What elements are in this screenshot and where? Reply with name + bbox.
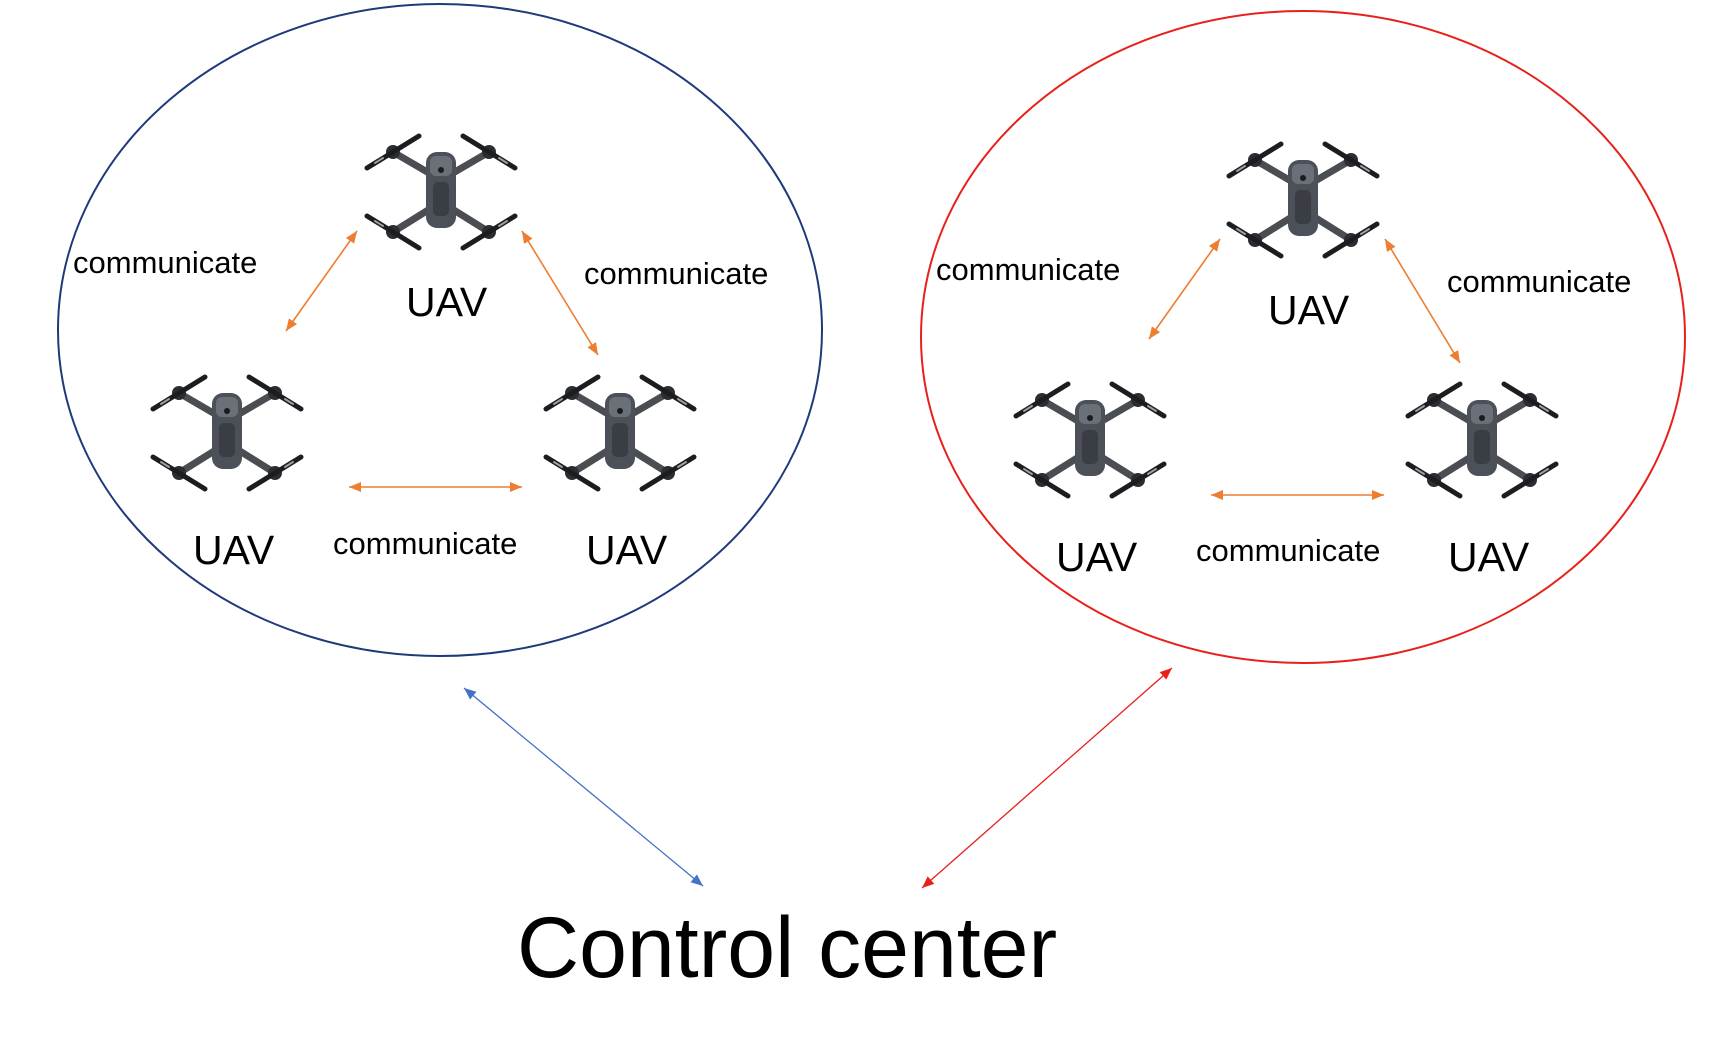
- communication-link: [1384, 238, 1461, 364]
- arrowhead: [464, 688, 477, 700]
- uav-label-left-top: UAV: [406, 279, 488, 325]
- right-swarm-boundary: [920, 10, 1686, 664]
- communication-link: [521, 230, 599, 356]
- arrowhead: [1385, 239, 1396, 252]
- quadcopter-drone-icon: [1408, 384, 1556, 496]
- arrowhead: [1372, 490, 1384, 500]
- arrowhead: [349, 482, 361, 492]
- uav-label-right-bottom-right: UAV: [1448, 534, 1530, 580]
- arrowhead: [1149, 326, 1161, 339]
- uav-label-left-bottom-left: UAV: [193, 527, 275, 573]
- quadcopter-drone-icon: [1016, 384, 1164, 496]
- arrowhead: [522, 231, 533, 244]
- link-label-right-top-left: communicate: [936, 252, 1121, 287]
- uav-label-left-bottom-right: UAV: [586, 527, 668, 573]
- quadcopter-drone-icon: [1229, 144, 1377, 256]
- uav-label-right-bottom-left: UAV: [1056, 534, 1138, 580]
- quadcopter-drone-icon: [367, 136, 515, 248]
- arrowhead: [690, 874, 703, 886]
- uav-label-right-top: UAV: [1268, 287, 1350, 333]
- arrowhead: [587, 342, 598, 355]
- arrowhead: [510, 482, 522, 492]
- link-label-left-bottom: communicate: [333, 526, 518, 561]
- control-center-label: Control center: [517, 900, 1058, 996]
- control-link-right-swarm: [921, 667, 1173, 889]
- quadcopter-drone-icon: [153, 377, 301, 489]
- arrowhead: [286, 318, 298, 331]
- arrowhead: [1449, 350, 1460, 363]
- quadcopter-drone-icon: [546, 377, 694, 489]
- arrowhead: [922, 876, 935, 888]
- control-link-left-swarm: [463, 687, 704, 887]
- arrowhead: [1211, 490, 1223, 500]
- link-label-right-top-right: communicate: [1447, 264, 1632, 299]
- arrowhead: [1159, 668, 1172, 680]
- link-label-left-top-left: communicate: [73, 245, 258, 280]
- communication-link: [285, 230, 358, 332]
- link-label-right-bottom: communicate: [1196, 533, 1381, 568]
- left-swarm-boundary: [57, 3, 823, 657]
- arrowhead: [345, 231, 357, 244]
- link-label-left-top-right: communicate: [584, 256, 769, 291]
- arrowhead: [1208, 239, 1220, 252]
- communication-link: [1148, 238, 1221, 340]
